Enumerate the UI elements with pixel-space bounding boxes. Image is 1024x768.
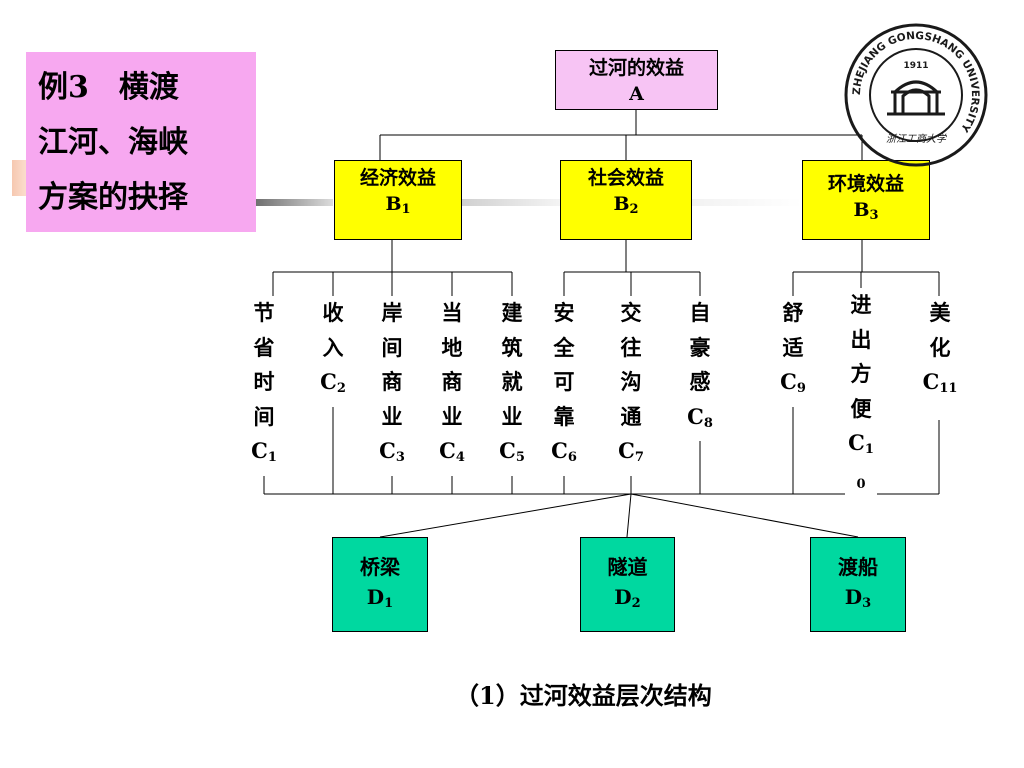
subcriterion-c7: 交往沟通 C7 (615, 296, 647, 476)
subcriterion-c1: 节省时间 C1 (248, 296, 280, 476)
criterion-node-b1: 经济效益 B1 (334, 160, 462, 240)
alternative-code: D3 (844, 585, 872, 611)
slide-title-line: 江河、海峡 (38, 125, 188, 160)
alternative-code: D1 (366, 585, 394, 611)
alternative-node-d1: 桥梁 D1 (332, 537, 428, 632)
criterion-node-b2: 社会效益 B2 (560, 160, 692, 240)
slide-title-line: 例3 横渡 (38, 70, 179, 105)
university-seal-logo: ZHEJIANG GONGSHANG UNIVERSITY 1911 浙江工商大… (844, 23, 988, 167)
alternative-node-d3: 渡船 D3 (810, 537, 906, 632)
slide-title-box: 例3 横渡 江河、海峡 方案的抉择 (26, 52, 256, 232)
criterion-name: 环境效益 (827, 173, 904, 195)
goal-name: 过河的效益 (588, 57, 684, 79)
subcriterion-c6: 安全可靠 C6 (548, 296, 580, 476)
goal-node: 过河的效益 A (555, 50, 718, 110)
alternative-name: 渡船 (838, 555, 878, 579)
subcriterion-c2: 收入 C2 (317, 296, 349, 407)
logo-year: 1911 (903, 61, 928, 71)
goal-code: A (629, 83, 644, 105)
criterion-name: 经济效益 (359, 167, 436, 189)
subcriterion-c4: 当地商业 C4 (436, 296, 468, 476)
logo-chinese: 浙江工商大学 (886, 133, 947, 145)
subcriterion-c3: 岸间商业 C3 (376, 296, 408, 476)
decorative-line (692, 199, 802, 206)
alternative-node-d2: 隧道 D2 (580, 537, 675, 632)
criterion-code: B3 (853, 199, 879, 223)
decorative-line (462, 199, 560, 206)
gate-icon (887, 80, 945, 116)
criterion-node-b3: 环境效益 B3 (802, 160, 930, 240)
criterion-name: 社会效益 (587, 167, 664, 189)
alternative-code: D2 (614, 585, 641, 611)
alternative-name: 隧道 (607, 555, 648, 579)
subcriterion-c8: 自豪感 C8 (684, 296, 716, 441)
subcriterion-c9: 舒适 C9 (777, 296, 809, 407)
subcriterion-c10: 进出方便 C1 0 (845, 288, 877, 502)
subcriterion-c5: 建筑就业 C5 (496, 296, 528, 476)
diagram-caption: （1）过河效益层次结构 (455, 681, 712, 710)
decorative-line (255, 199, 333, 206)
criterion-code: B1 (385, 193, 411, 217)
alternative-name: 桥梁 (360, 555, 400, 579)
subcriterion-c11: 美化 C11 (920, 296, 960, 407)
slide-title-line: 方案的抉择 (38, 180, 188, 215)
criterion-code: B2 (613, 193, 639, 217)
